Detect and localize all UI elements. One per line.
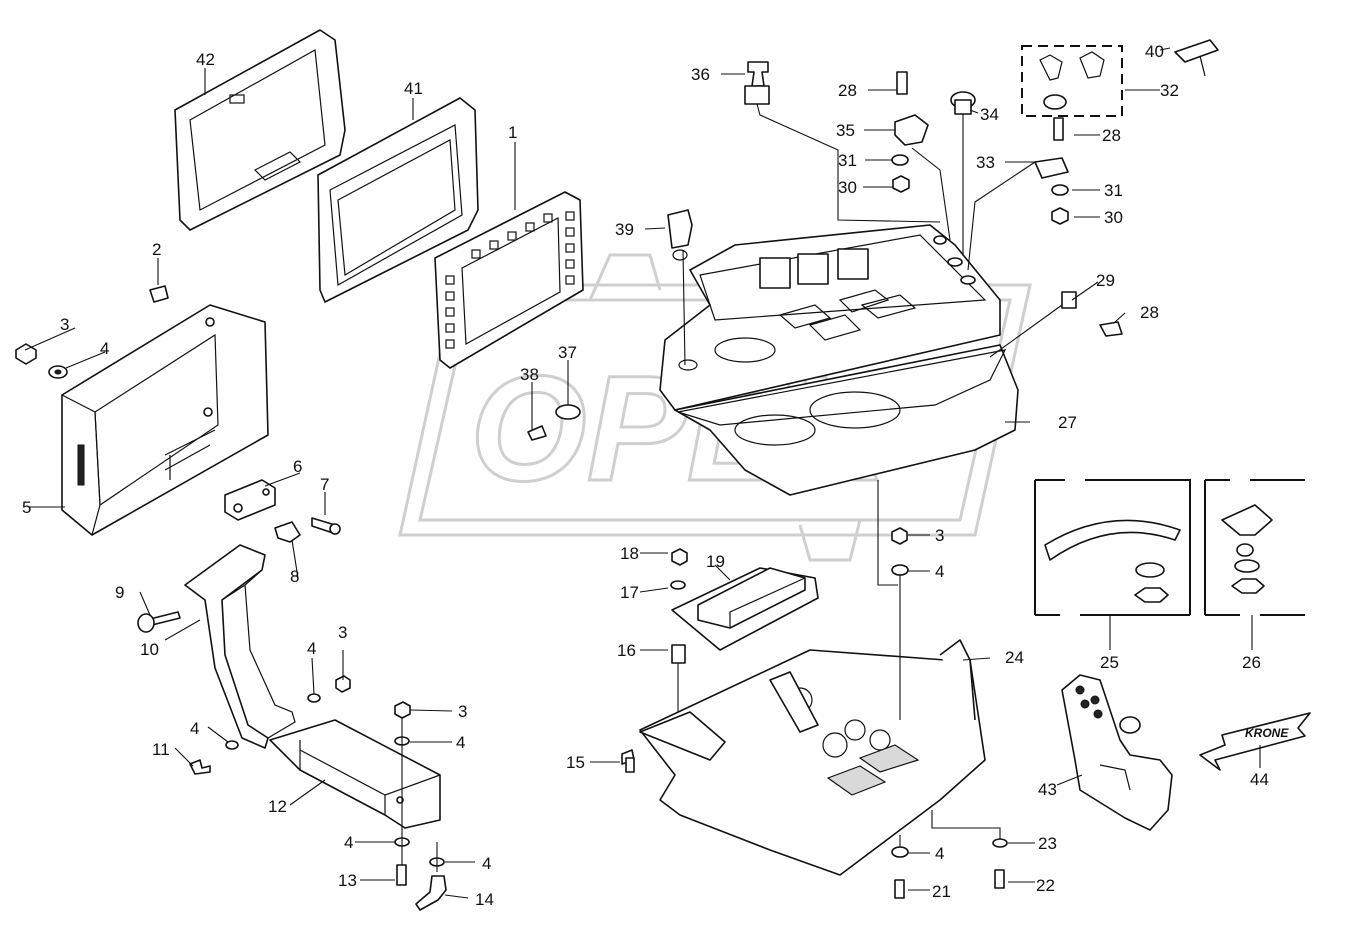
callout-42: 42 — [196, 50, 215, 69]
parts-37-38 — [527, 404, 581, 441]
callout-30a: 30 — [838, 178, 857, 197]
callout-13: 13 — [338, 871, 357, 890]
callout-27: 27 — [1058, 413, 1077, 432]
callout-4d: 4 — [456, 733, 465, 752]
part-19-control-module — [670, 548, 819, 720]
callout-leaders — [24, 47, 1261, 899]
part-24-floor-plate — [621, 639, 986, 876]
part-26-switch-kit — [1204, 479, 1305, 616]
parts-6-7-8 — [224, 479, 341, 543]
callout-36: 36 — [691, 65, 710, 84]
part-12-block — [269, 719, 441, 829]
callout-34: 34 — [980, 105, 999, 124]
krone-logo-text: KRONE — [1245, 726, 1289, 740]
callout-4g: 4 — [935, 562, 944, 581]
callout-5: 5 — [22, 498, 31, 517]
callout-33: 33 — [976, 153, 995, 172]
callout-16: 16 — [617, 641, 636, 660]
callout-6: 6 — [293, 457, 302, 476]
hardware-left-top — [15, 285, 169, 379]
callout-1: 1 — [508, 123, 517, 142]
callout-2: 2 — [152, 240, 161, 259]
callout-43: 43 — [1038, 780, 1057, 799]
callout-4b: 4 — [307, 639, 316, 658]
callout-3b: 3 — [338, 623, 347, 642]
callout-29: 29 — [1096, 271, 1115, 290]
part-27-console — [659, 224, 1019, 496]
callout-30b: 30 — [1104, 208, 1123, 227]
callout-38: 38 — [520, 365, 539, 384]
callout-21: 21 — [932, 882, 951, 901]
callout-19: 19 — [706, 552, 725, 571]
callout-44: 44 — [1250, 770, 1269, 789]
part-32-key-set — [967, 39, 1219, 271]
callout-28b: 28 — [1102, 126, 1121, 145]
callout-41: 41 — [404, 79, 423, 98]
part-5-housing — [61, 304, 269, 536]
part-41-display-frame — [317, 97, 479, 303]
callout-7: 7 — [320, 475, 329, 494]
callout-31b: 31 — [1104, 181, 1123, 200]
callout-labels: 42 41 1 2 3 4 5 6 7 8 9 10 4 3 4 11 3 4 … — [22, 42, 1269, 909]
callout-40: 40 — [1145, 42, 1164, 61]
callout-18: 18 — [620, 544, 639, 563]
callout-17: 17 — [620, 583, 639, 602]
callout-26: 26 — [1242, 653, 1261, 672]
console-top-parts — [667, 61, 976, 366]
fasteners-right-lower — [877, 480, 1008, 899]
part-25-armrest-cover — [1034, 479, 1191, 616]
callout-31a: 31 — [838, 151, 857, 170]
callout-39: 39 — [615, 220, 634, 239]
part-1-terminal — [434, 191, 584, 369]
callout-4e: 4 — [344, 833, 353, 852]
callout-22: 22 — [1036, 876, 1055, 895]
callout-10: 10 — [140, 640, 159, 659]
callout-3: 3 — [60, 315, 69, 334]
callout-4: 4 — [100, 339, 109, 358]
callout-11: 11 — [152, 740, 170, 759]
callout-28a: 28 — [838, 81, 857, 100]
callout-24: 24 — [1005, 648, 1024, 667]
callout-4f: 4 — [482, 854, 491, 873]
callout-23: 23 — [1038, 834, 1057, 853]
part-10-bracket — [137, 544, 296, 749]
callout-37: 37 — [558, 343, 577, 362]
callout-12: 12 — [268, 797, 287, 816]
callout-35: 35 — [836, 121, 855, 140]
callout-3d: 3 — [935, 526, 944, 545]
callout-4c: 4 — [190, 719, 199, 738]
callout-14: 14 — [475, 890, 494, 909]
part-43-joystick — [1061, 674, 1173, 831]
callout-32: 32 — [1160, 81, 1179, 100]
terminal-keys — [445, 211, 575, 349]
parts-29-28 — [989, 291, 1123, 358]
callout-15: 15 — [566, 753, 585, 772]
callout-8: 8 — [290, 567, 299, 586]
callout-3c: 3 — [458, 702, 467, 721]
callout-4h: 4 — [935, 844, 944, 863]
part-44-krone-decal: KRONE — [1199, 712, 1311, 771]
callout-28c: 28 — [1140, 303, 1159, 322]
callout-9: 9 — [115, 583, 124, 602]
part-42-display-bezel — [174, 29, 346, 231]
callout-25: 25 — [1100, 653, 1119, 672]
